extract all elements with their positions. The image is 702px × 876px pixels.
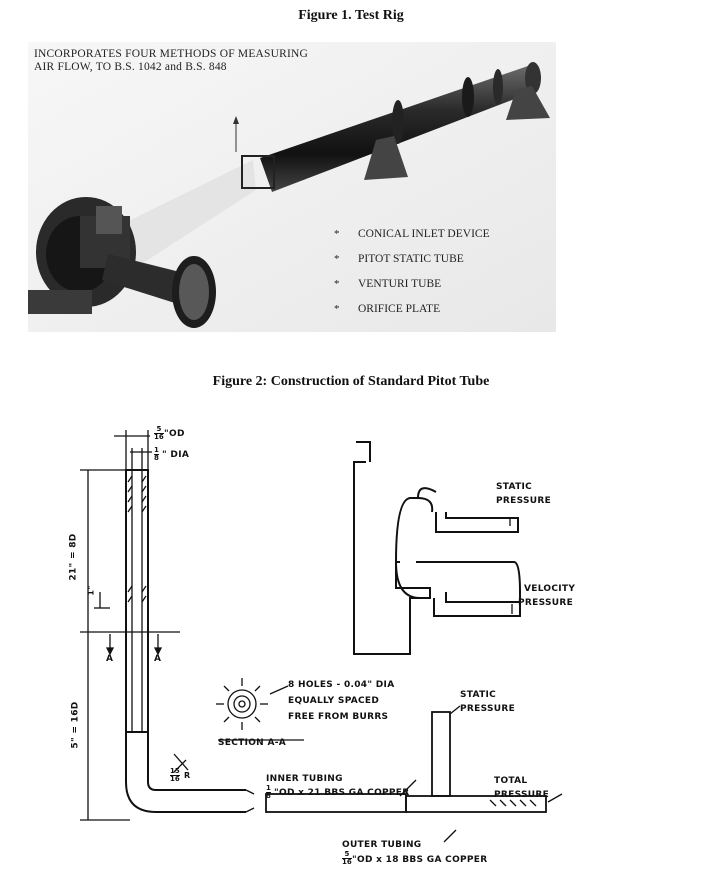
holes-note-line-3: FREE FROM BURRS bbox=[288, 712, 389, 722]
test-rig-caption: INCORPORATES FOUR METHODS OF MEASURING A… bbox=[34, 48, 354, 74]
velocity-pressure-line-1: VELOCITY bbox=[524, 584, 576, 594]
dia-label: " DIA bbox=[162, 450, 190, 460]
list-item-label: ORIFICE PLATE bbox=[358, 303, 441, 315]
list-item-label: CONICAL INLET DEVICE bbox=[358, 228, 490, 240]
inner-tubing-line-1: INNER TUBING bbox=[266, 774, 343, 784]
caption-line-2: AIR FLOW, TO B.S. 1042 and B.S. 848 bbox=[34, 61, 227, 73]
dim-small-label: 1" bbox=[86, 585, 96, 596]
outer-denominator: 16 bbox=[342, 858, 352, 866]
static-pressure-top-line-1: STATIC bbox=[496, 482, 533, 492]
outer-numerator: 5 bbox=[344, 850, 350, 858]
list-item: * ORIFICE PLATE bbox=[334, 303, 534, 328]
test-rig-illustration bbox=[28, 42, 556, 332]
dim-8d-whole: 2 bbox=[68, 574, 79, 581]
figure-1-title: Figure 1. Test Rig bbox=[298, 8, 404, 23]
section-marker-right: A bbox=[154, 654, 162, 664]
bullet-star: * bbox=[334, 253, 340, 265]
list-item-label: VENTURI TUBE bbox=[358, 278, 442, 290]
dia-numerator: 1 bbox=[154, 446, 159, 454]
static-pressure-bottom-line-1: STATIC bbox=[460, 690, 497, 700]
velocity-pressure-line-2: PRESSURE bbox=[518, 598, 574, 608]
inner-tubing-line-2: "OD x 21 BBS GA COPPER bbox=[274, 788, 410, 798]
static-pressure-top-line-2: PRESSURE bbox=[496, 496, 552, 506]
test-rig-photo: INCORPORATES FOUR METHODS OF MEASURING A… bbox=[28, 42, 556, 332]
inner-numerator: 1 bbox=[266, 784, 271, 792]
od-numerator: 5 bbox=[156, 425, 162, 433]
bullet-star: * bbox=[334, 228, 340, 240]
dim-16d-label: 5" = 16D bbox=[70, 701, 81, 749]
bullet-star: * bbox=[334, 303, 340, 315]
static-pressure-bottom-line-2: PRESSURE bbox=[460, 704, 516, 714]
measurement-methods-list: * CONICAL INLET DEVICE * PITOT STATIC TUBE… bbox=[334, 228, 534, 328]
section-marker-left: A bbox=[106, 654, 114, 664]
total-pressure-line-1: TOTAL bbox=[494, 776, 528, 786]
dim-8d-text: 1" = 8D bbox=[68, 533, 79, 575]
bend-numerator: 15 bbox=[170, 767, 180, 775]
bend-unit-label: R bbox=[184, 771, 191, 780]
od-denominator: 16 bbox=[154, 433, 164, 441]
total-pressure-line-2: PRESSURE bbox=[494, 790, 550, 800]
caption-line-1: INCORPORATES FOUR METHODS OF MEASURING bbox=[34, 48, 309, 60]
list-item: * PITOT STATIC TUBE bbox=[334, 253, 534, 278]
list-item: * VENTURI TUBE bbox=[334, 278, 534, 303]
bullet-star: * bbox=[334, 278, 340, 290]
holes-note-line-1: 8 HOLES - 0.04" DIA bbox=[288, 680, 395, 690]
outer-tubing-line-2: "OD x 18 BBS GA COPPER bbox=[352, 855, 488, 865]
list-item-label: PITOT STATIC TUBE bbox=[358, 253, 464, 265]
dim-8d-label: 21" = 8D bbox=[69, 533, 79, 580]
figure-2-title: Figure 2: Construction of Standard Pitot… bbox=[212, 374, 490, 389]
section-aa-label: SECTION A-A bbox=[218, 738, 287, 748]
dia-denominator: 8 bbox=[154, 454, 159, 462]
list-item: * CONICAL INLET DEVICE bbox=[334, 228, 534, 253]
outer-tubing-line-1: OUTER TUBING bbox=[342, 840, 422, 850]
inner-denominator: 8 bbox=[266, 792, 271, 800]
bend-denominator: 16 bbox=[170, 775, 180, 783]
holes-note-line-2: EQUALLY SPACED bbox=[288, 696, 380, 706]
od-label: "OD bbox=[164, 429, 185, 439]
pitot-tube-schematic bbox=[80, 430, 563, 843]
